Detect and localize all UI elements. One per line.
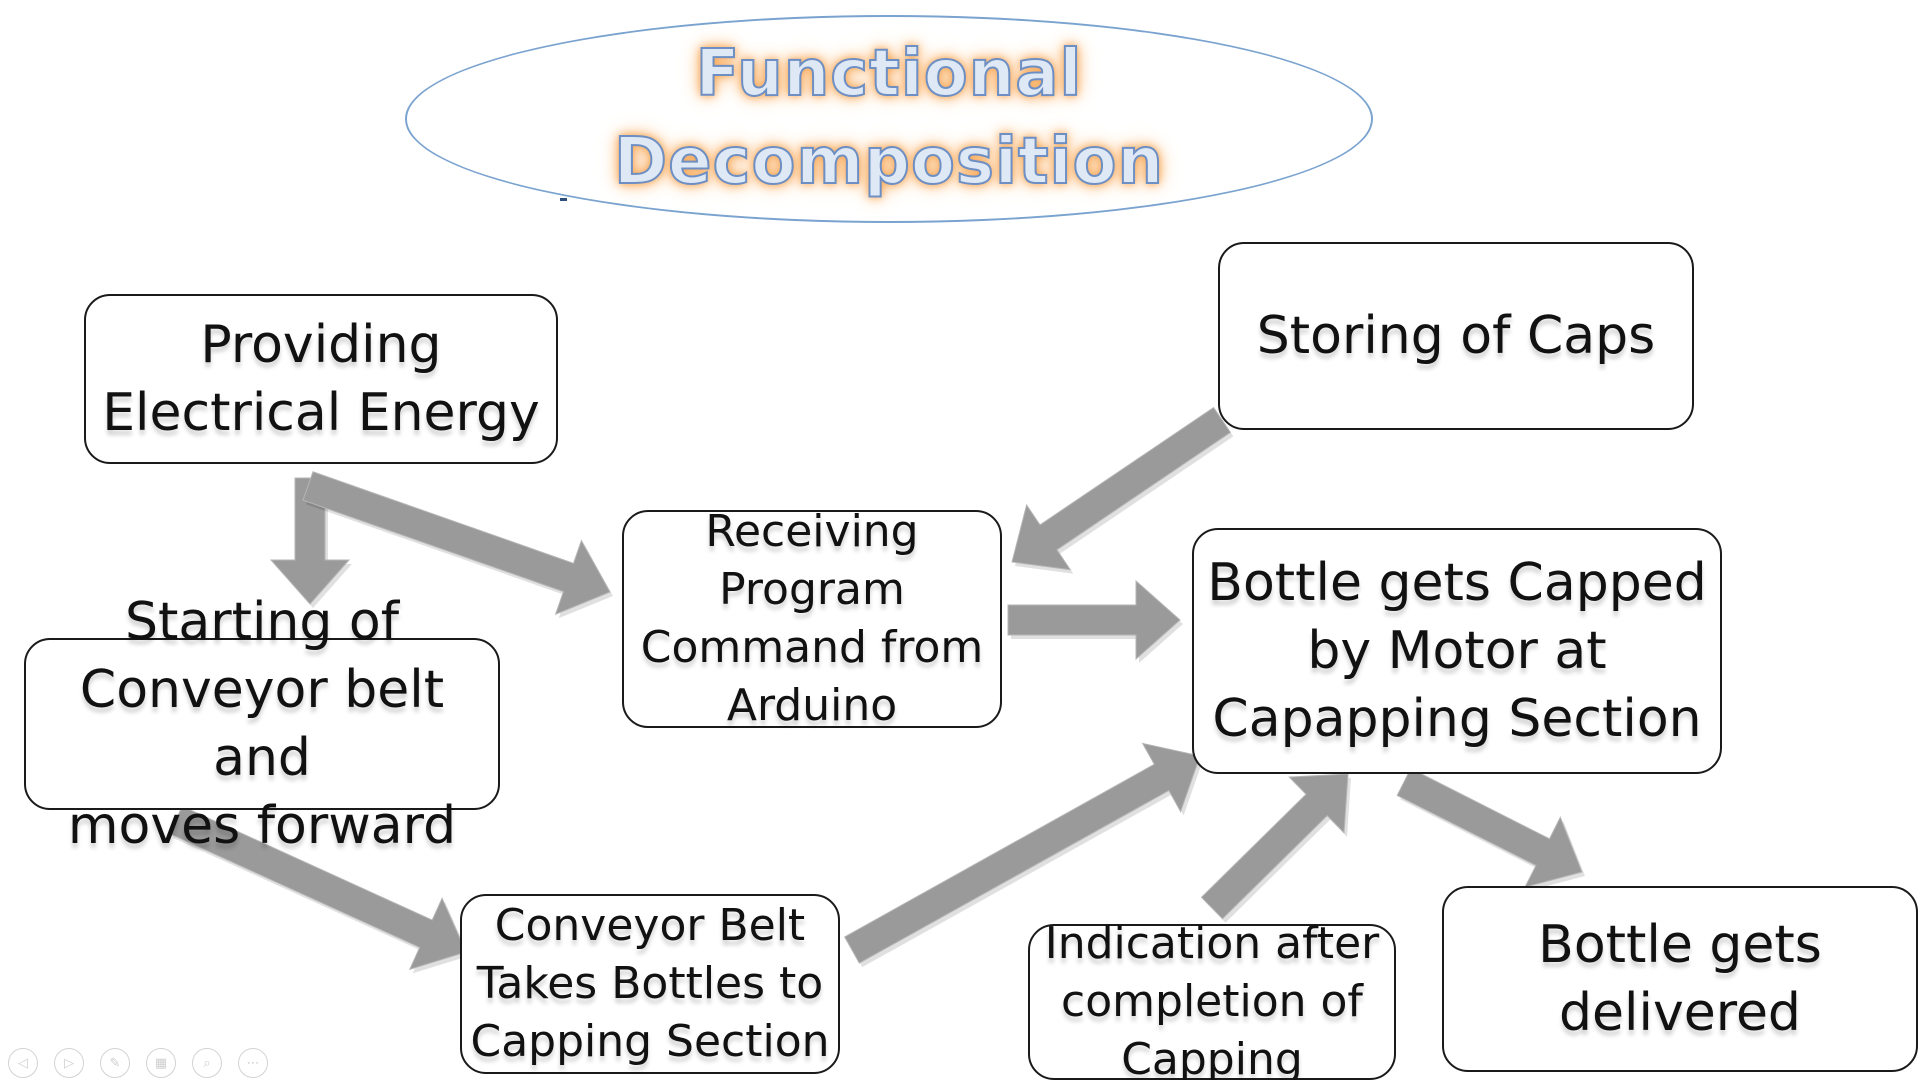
title-line-1: Functional [695, 36, 1083, 112]
next-slide-icon[interactable]: ▷ [54, 1048, 84, 1078]
more-options-icon[interactable]: ⋯ [238, 1048, 268, 1078]
node-bottle-capped-label: Bottle gets Capped by Motor at Capapping… [1207, 553, 1707, 749]
arrow-indication-to-bottle_capped [1200, 773, 1349, 920]
node-bottle-capped: Bottle gets Capped by Motor at Capapping… [1192, 528, 1722, 774]
arrow-storing_caps-to-receiving_program [1011, 406, 1232, 571]
title-oval [405, 15, 1373, 223]
node-providing-energy: Providing Electrical Energy [84, 294, 558, 464]
slideshow-controls: ◁ ▷ ✎ ▦ ⌕ ⋯ [8, 1048, 268, 1078]
node-storing-caps: Storing of Caps [1218, 242, 1694, 430]
diagram-title: Functional Decomposition [405, 30, 1373, 206]
arrow-starting_conveyor-to-conveyor_takes [169, 805, 467, 971]
zoom-icon[interactable]: ⌕ [192, 1048, 222, 1078]
previous-slide-icon[interactable]: ◁ [8, 1048, 38, 1078]
node-conveyor-takes: Conveyor Belt Takes Bottles to Capping S… [460, 894, 840, 1074]
arrow-providing_energy-to-receiving_program [302, 471, 611, 616]
arrow-bottle_capped-to-bottle_delivered [1396, 767, 1583, 888]
node-bottle-delivered-label: Bottle gets delivered [1538, 915, 1822, 1043]
node-storing-caps-label: Storing of Caps [1256, 306, 1656, 366]
node-starting-conveyor-label: Starting of Conveyor belt and moves forw… [67, 592, 457, 856]
node-receiving-program-label: Receiving Program Command from Arduino [640, 506, 984, 731]
node-providing-energy-label: Providing Electrical Energy [102, 315, 540, 443]
node-indication: Indication after completion of Capping [1028, 918, 1396, 1080]
node-starting-conveyor: Starting of Conveyor belt and moves forw… [24, 592, 500, 856]
node-indication-label: Indication after completion of Capping [1044, 918, 1380, 1080]
node-receiving-program: Receiving Program Command from Arduino [622, 506, 1002, 731]
slides-grid-icon[interactable]: ▦ [146, 1048, 176, 1078]
arrow-receiving_program-to-bottle_capped [1007, 579, 1181, 661]
arrow-conveyor_takes-to-bottle_capped [844, 742, 1201, 964]
node-conveyor-takes-label: Conveyor Belt Takes Bottles to Capping S… [470, 900, 830, 1067]
node-bottle-delivered: Bottle gets delivered [1442, 886, 1918, 1072]
title-dash-mark [560, 198, 567, 201]
pen-icon[interactable]: ✎ [100, 1048, 130, 1078]
title-line-2: Decomposition [613, 124, 1164, 200]
